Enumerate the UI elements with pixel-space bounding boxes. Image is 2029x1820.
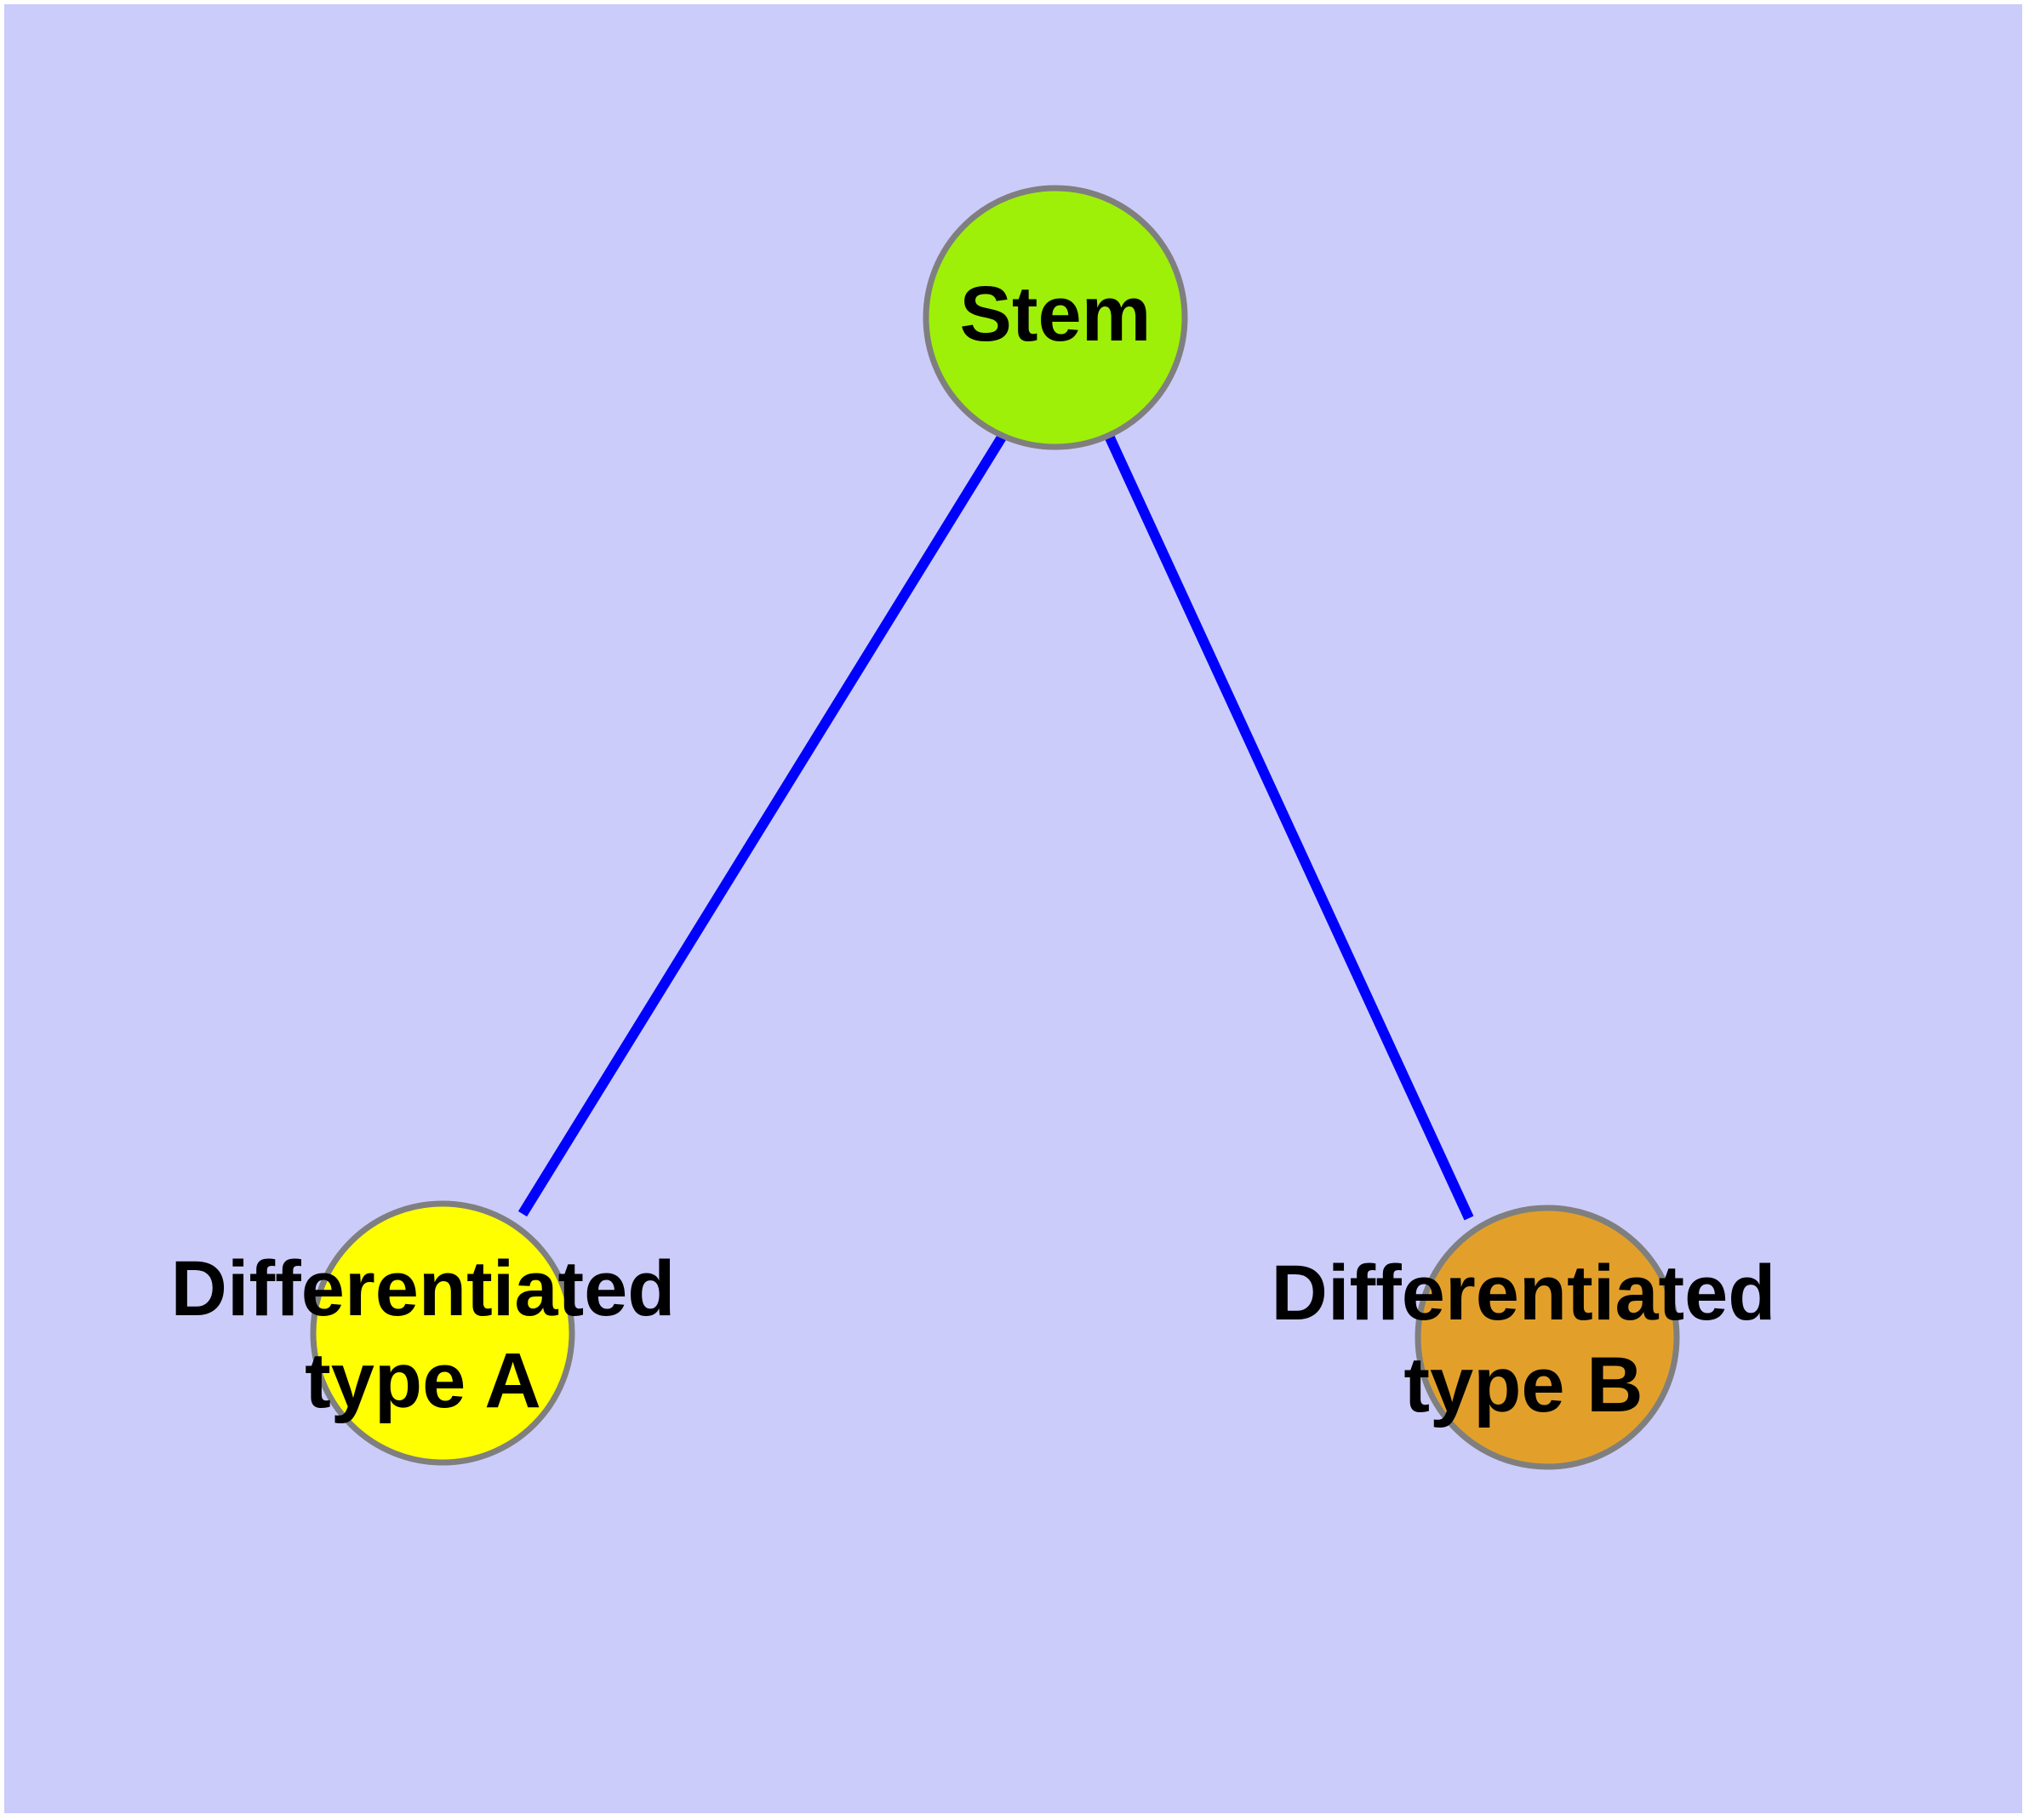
nodes-layer — [310, 185, 1680, 1470]
graph-edge-stem-diff_b[interactable] — [1104, 433, 1474, 1221]
graph-edge-stem-diff_a[interactable] — [517, 432, 1008, 1217]
graph-node-label-line: Stem — [960, 271, 1152, 358]
graph-node-diff_b[interactable] — [1415, 1205, 1680, 1470]
graph-node-label-line: type A — [305, 1337, 541, 1424]
graph-node-diff_a[interactable] — [310, 1200, 575, 1466]
graph-node-label-line: Differentiated — [1272, 1250, 1776, 1336]
graph-node-label-line: Differentiated — [171, 1245, 676, 1332]
graph-node-label-stem: Stem — [960, 271, 1152, 358]
graph-node-label-line: type B — [1403, 1342, 1643, 1428]
graph-node-stem[interactable] — [923, 185, 1188, 450]
edges-layer — [517, 432, 1474, 1221]
